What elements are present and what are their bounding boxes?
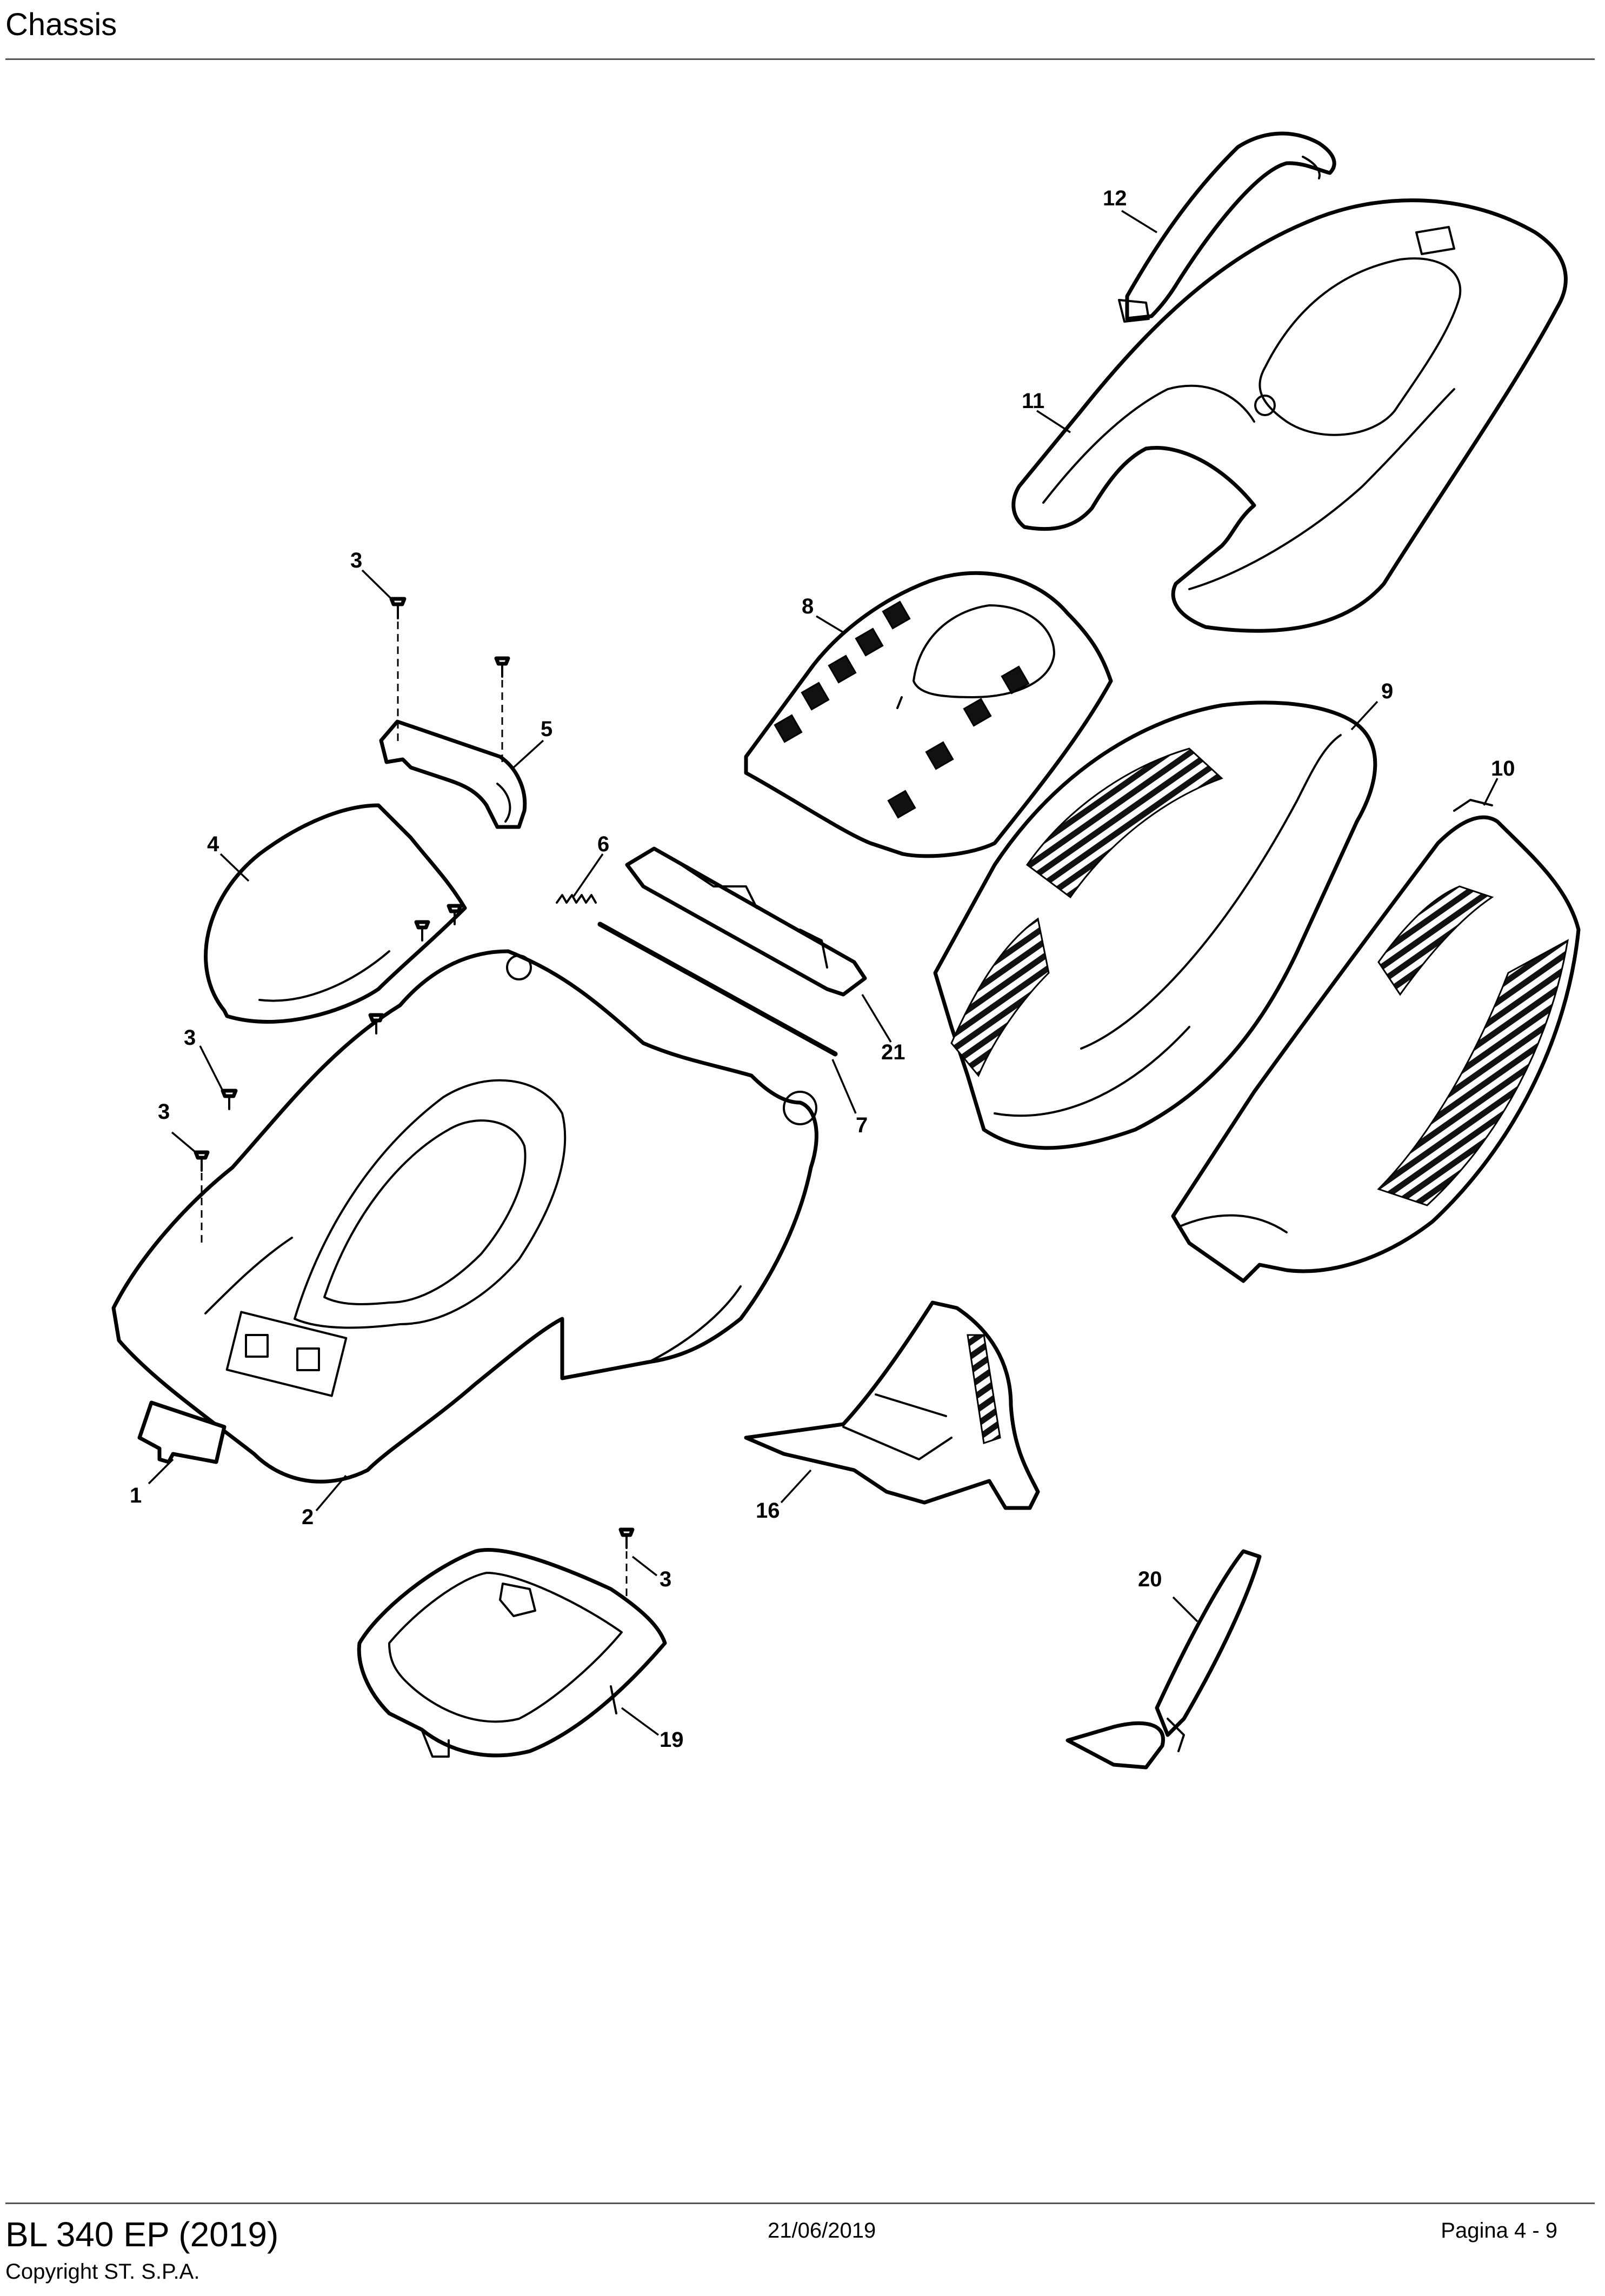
leader-line <box>199 1045 224 1091</box>
document-date: 21/06/2019 <box>768 2219 876 2242</box>
leader-line <box>1036 410 1071 433</box>
callout-3c: 3 <box>158 1100 170 1124</box>
part-4-shell-cover <box>204 803 467 1024</box>
part-2-main-deck <box>111 949 818 1484</box>
exploded-parts-diagram: 1 2 3 3 3 3 4 5 6 7 8 9 10 11 12 16 19 2… <box>111 131 1581 1770</box>
header-rule <box>5 58 1595 60</box>
screw-icon <box>414 920 430 942</box>
callout-1: 1 <box>130 1484 142 1507</box>
screw-icon <box>447 904 463 925</box>
callout-11: 11 <box>1022 389 1044 413</box>
callout-20: 20 <box>1138 1567 1162 1591</box>
screw-icon <box>194 1150 210 1172</box>
leader-line <box>631 1556 658 1577</box>
screw-icon <box>221 1089 238 1110</box>
leader-line <box>361 569 392 600</box>
part-16-deflector <box>744 1300 1040 1510</box>
callout-19: 19 <box>660 1728 684 1752</box>
leader-line <box>621 1707 660 1736</box>
leader-line <box>861 994 892 1043</box>
leader-line <box>148 1458 174 1485</box>
leader-line <box>512 739 544 769</box>
part-10-side-grille <box>1171 799 1581 1283</box>
leader-line <box>1483 778 1499 806</box>
callout-2: 2 <box>302 1505 314 1529</box>
part-9-grass-catcher <box>933 700 1377 1150</box>
callout-4: 4 <box>207 832 219 856</box>
callout-3b: 3 <box>184 1026 196 1050</box>
callout-3a: 3 <box>350 549 362 572</box>
callout-9: 9 <box>1381 679 1393 703</box>
screw-icon <box>494 656 510 678</box>
page-number: Pagina 4 - 9 <box>1441 2219 1557 2242</box>
leader-line <box>315 1474 347 1512</box>
leader-line <box>219 853 250 882</box>
screw-icon <box>389 597 407 619</box>
leader-line <box>171 1131 197 1153</box>
leader-line <box>1350 700 1378 731</box>
callout-7: 7 <box>856 1113 868 1137</box>
page-title: Chassis <box>5 7 117 42</box>
part-12-handle-grip <box>1118 131 1336 323</box>
part-11-handle-cover <box>1011 198 1568 633</box>
leader-line <box>1121 210 1157 233</box>
callout-3d: 3 <box>660 1567 671 1591</box>
screw-icon <box>618 1527 635 1549</box>
callout-5: 5 <box>541 717 552 741</box>
callout-10: 10 <box>1491 757 1515 780</box>
part-21-hinge-bar <box>625 846 867 997</box>
callout-6: 6 <box>597 832 609 856</box>
screw-icon <box>368 1013 384 1034</box>
leader-line <box>1172 1596 1198 1623</box>
callout-8: 8 <box>802 595 814 618</box>
part-8-top-cover <box>744 571 1113 858</box>
leader-line <box>780 1469 812 1504</box>
part-7-rod <box>597 922 838 1057</box>
part-20-kickstand <box>1065 1549 1262 1770</box>
leader-line <box>816 615 844 633</box>
leader-line <box>831 1059 857 1114</box>
part-6-spring <box>556 894 597 904</box>
footer-rule <box>5 2202 1595 2204</box>
part-5-handle <box>379 719 527 829</box>
model-name: BL 340 EP (2019) <box>5 2215 279 2254</box>
copyright: Copyright ST. S.P.A. <box>5 2260 200 2284</box>
callout-16: 16 <box>756 1499 780 1523</box>
callout-21: 21 <box>881 1040 905 1064</box>
part-1-front-cap <box>137 1400 227 1464</box>
callout-12: 12 <box>1103 186 1127 210</box>
part-19-battery-tray <box>357 1548 667 1758</box>
leader-line <box>572 853 604 898</box>
